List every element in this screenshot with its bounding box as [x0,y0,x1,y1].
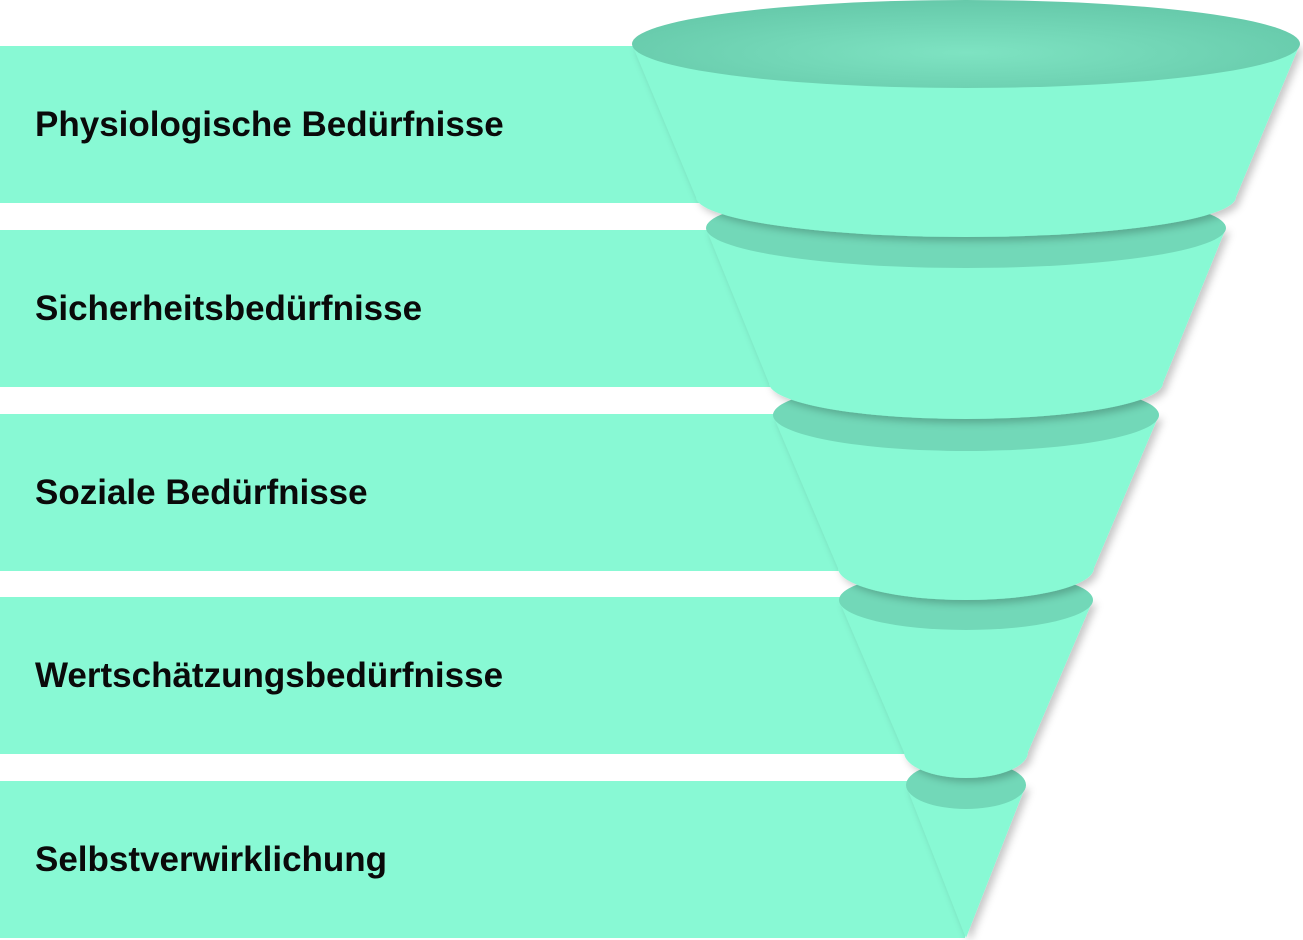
funnel-segment-5 [906,761,1026,938]
funnel-segment-1 [632,0,1300,237]
level-label-1: Physiologische Bedürfnisse [35,104,504,144]
funnel-segment-4 [839,570,1093,778]
level-label-5: Selbstverwirklichung [35,839,388,879]
level-band-5: Selbstverwirklichung [0,781,965,938]
funnel-body [906,785,1026,938]
funnel-body [839,600,1093,778]
funnel-body [632,44,1300,237]
funnel-opening [632,0,1300,88]
level-band-1: Physiologische Bedürfnisse [0,46,700,203]
funnel-body [706,228,1226,419]
level-label-2: Sicherheitsbedürfnisse [35,288,423,328]
level-label-3: Soziale Bedürfnisse [35,472,368,512]
level-band-2: Sicherheitsbedürfnisse [0,230,780,387]
level-label-4: Wertschätzungsbedürfnisse [35,655,504,695]
funnel-body [773,415,1159,600]
level-band-4: Wertschätzungsbedürfnisse [0,597,905,754]
level-band-3: Soziale Bedürfnisse [0,414,840,571]
